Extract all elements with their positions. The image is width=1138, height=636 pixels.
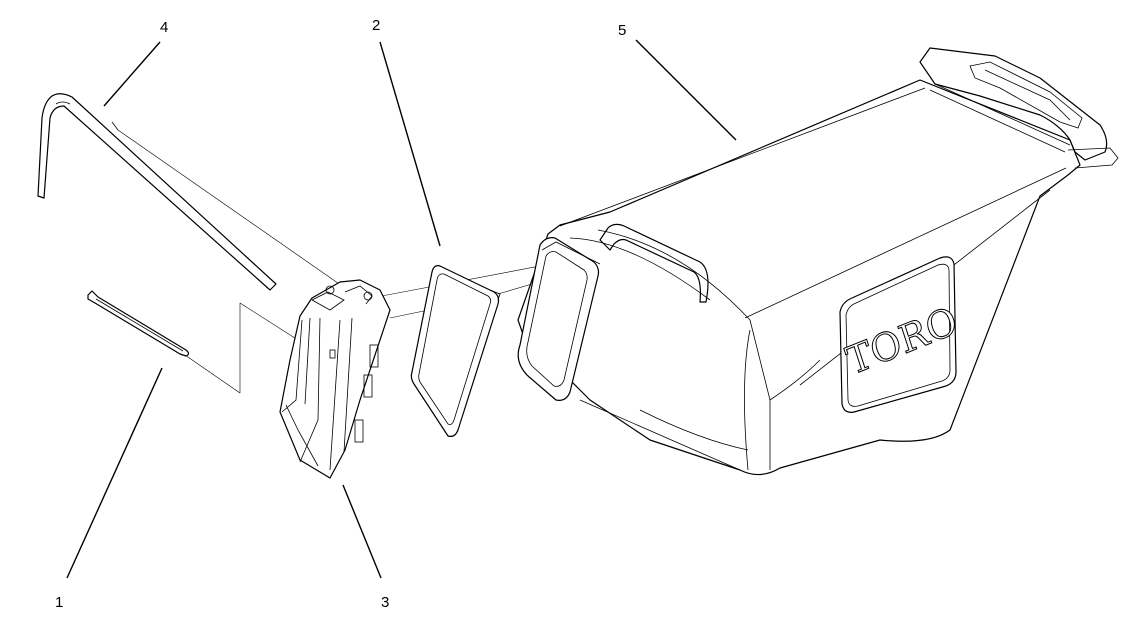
callout-2: 2 [372, 17, 381, 34]
callout-1: 1 [55, 594, 64, 611]
callout-3: 3 [381, 594, 390, 611]
callout-4: 4 [160, 19, 169, 36]
part-1-pin [87, 290, 190, 357]
toro-logo-badge: TORO [839, 256, 963, 413]
part-2-gasket [410, 265, 501, 437]
callout-5: 5 [618, 22, 627, 39]
part-5-grass-bag [517, 47, 1119, 476]
part-3-rear-door [279, 279, 391, 479]
callout-leaders [66, 39, 737, 579]
part-4-handle-rod [37, 93, 277, 291]
